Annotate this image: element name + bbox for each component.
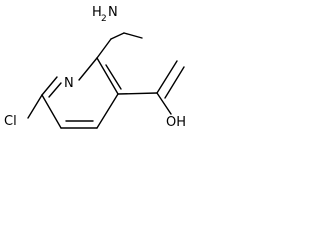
hydrazine-h-subscript: 2 — [101, 14, 107, 24]
bond-c6-cl — [27, 94, 43, 119]
bond-carbonyl-inner — [164, 66, 185, 99]
hydrazine-n-label: N — [108, 5, 118, 20]
ring-nitrogen-label: N — [64, 76, 74, 91]
hydroxyl-label: OH — [166, 115, 186, 130]
bond-c6-n1-inner — [48, 82, 62, 98]
bond-nh-nh2 — [110, 32, 125, 40]
bond-c2-c3 — [96, 57, 119, 95]
bond-n1-c2 — [78, 57, 98, 81]
chlorine-label: Cl — [4, 114, 17, 129]
bond-c2-nh — [96, 38, 112, 59]
bond-carbonyl — [156, 60, 178, 94]
bond-c5-c6 — [41, 94, 62, 129]
chemical-structure: N Cl OH H 2 N — [4, 5, 186, 130]
bond-c6-n1 — [41, 76, 58, 96]
hydrazine-h-label: H — [92, 5, 102, 20]
bond-c3-c4 — [96, 93, 119, 129]
bond-c2-c3-inner — [105, 64, 122, 90]
bond-c-oh — [156, 92, 172, 115]
bond-c3-cooh — [117, 92, 158, 95]
bond-nh-nh2-2 — [123, 32, 143, 39]
